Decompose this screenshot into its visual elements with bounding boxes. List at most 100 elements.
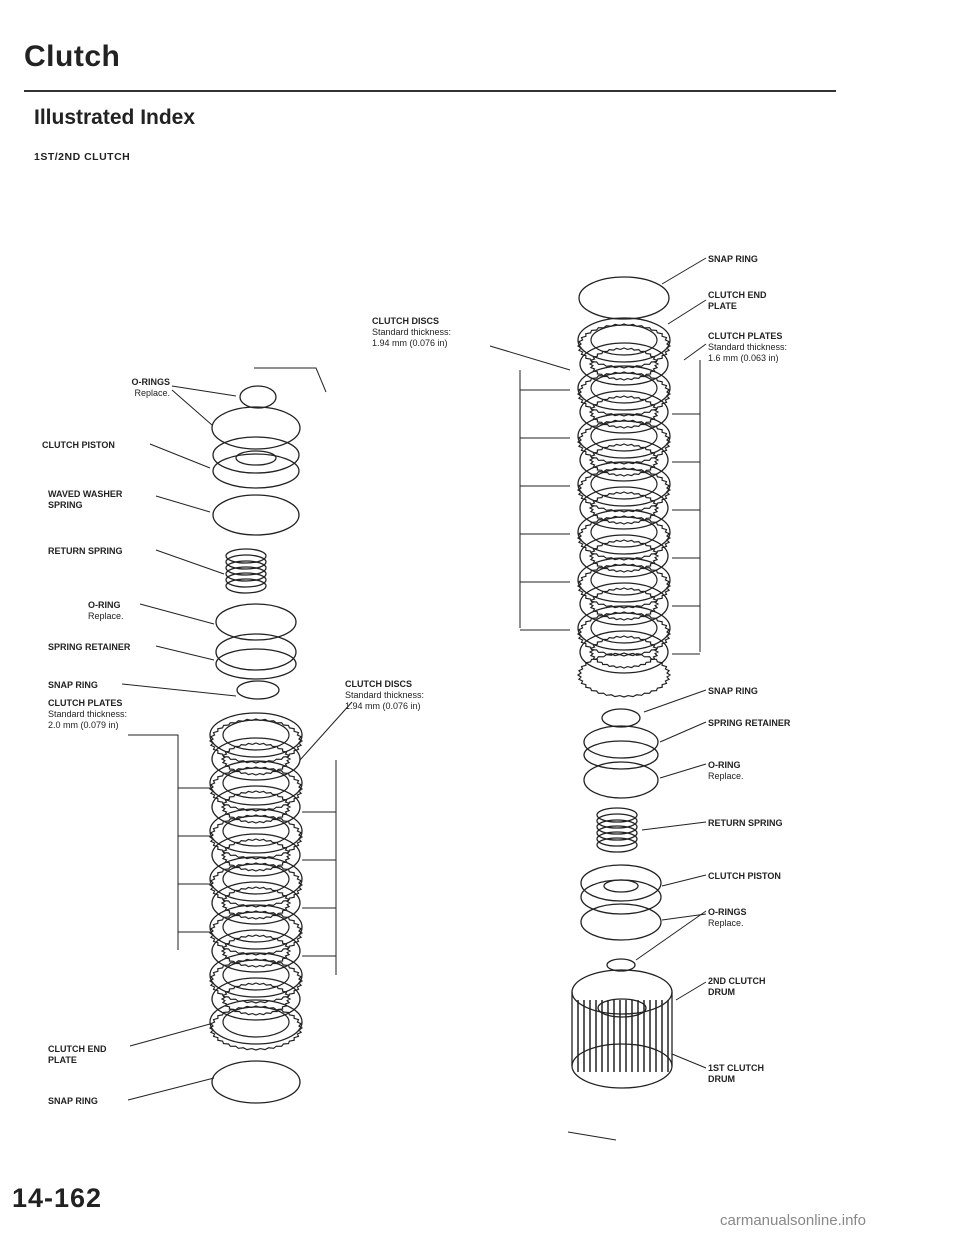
leader-clutch-piston-left <box>149 443 211 469</box>
leader-1st-drum <box>671 1053 707 1069</box>
clutch-plate-bore <box>590 516 658 548</box>
clutch-plate-outer <box>208 814 304 860</box>
return-spring-coil <box>596 819 638 835</box>
label-return-spring-left: RETURN SPRING <box>48 546 123 556</box>
label-return-spring-right: RETURN SPRING <box>708 818 783 828</box>
leader-clutch-plates-right <box>683 343 707 361</box>
spring-retainer-bottom <box>583 740 659 770</box>
return-spring-coil <box>225 572 267 588</box>
o-ring <box>583 761 659 799</box>
return-spring-coil <box>596 831 638 847</box>
clutch-end-plate-outer <box>576 652 672 698</box>
clutch-disc-inner <box>220 934 292 968</box>
clutch-plate-rim <box>209 952 303 998</box>
spring-retainer-top <box>215 633 297 671</box>
return-spring-coil <box>596 825 638 841</box>
clutch-disc-rim <box>579 342 669 386</box>
clutch-plate-rim <box>209 712 303 758</box>
clutch-disc-inner <box>220 838 292 872</box>
o-ring <box>215 603 297 641</box>
leader-o-rings-left-a <box>171 385 237 397</box>
clutch-disc-inner <box>588 539 660 573</box>
clutch-plate-bore <box>590 420 658 452</box>
label-clutch-piston-left: CLUTCH PISTON <box>42 440 115 450</box>
clutch-plate-bore <box>222 911 290 943</box>
clutch-disc-rim <box>211 881 301 925</box>
clutch-plate-rim <box>577 461 671 507</box>
leader-o-ring-right <box>659 763 707 779</box>
label-clutch-plates-left: CLUTCH PLATES Standard thickness: 2.0 mm… <box>48 698 128 730</box>
clutch-plate-outer <box>208 718 304 764</box>
return-spring-coil <box>225 554 267 570</box>
clutch-disc-inner <box>588 635 660 669</box>
clutch-disc-rim <box>579 486 669 530</box>
spring-retainer-top <box>583 725 659 759</box>
label-snap-ring-left-top: SNAP RING <box>48 680 98 690</box>
label-clutch-discs-left: CLUTCH DISCS Standard thickness: 1.94 mm… <box>345 679 425 711</box>
clutch-plate-bore <box>222 719 290 751</box>
clutch-plate-bore <box>590 324 658 356</box>
leader-spring-retainer-left <box>155 645 215 661</box>
clutch-plate-rim <box>577 605 671 651</box>
leader-bracket-top-left <box>254 367 327 393</box>
clutch-plate-outer <box>576 323 672 369</box>
clutch-piston-bore <box>603 879 639 893</box>
clutch-plate-bore <box>222 815 290 847</box>
leader-spring-retainer-right <box>659 721 707 743</box>
leader-return-spring-right <box>641 821 707 831</box>
leader-end-plate-left <box>129 1023 211 1047</box>
leader-bracket-bottom-right <box>567 1131 617 1141</box>
clutch-piston-bore <box>235 450 277 466</box>
clutch-disc-rim <box>579 534 669 578</box>
clutch-piston-bottom <box>212 453 300 489</box>
clutch-plate-outer <box>576 419 672 465</box>
clutch-plate-rim <box>577 365 671 411</box>
snap-ring-mid <box>601 708 641 728</box>
clutch-plate-outer <box>208 862 304 908</box>
return-spring-coil <box>225 578 267 594</box>
leader-snap-ring-right-mid <box>643 689 707 713</box>
label-clutch-discs-right: CLUTCH DISCS Standard thickness: 1.94 mm… <box>372 316 452 348</box>
leader-snap-ring-right-top <box>661 257 707 285</box>
clutch-plate-outer <box>208 910 304 956</box>
return-spring-coil <box>225 560 267 576</box>
clutch-end-plate-rim <box>209 999 303 1045</box>
clutch-disc-inner <box>220 790 292 824</box>
clutch-plate-rim <box>209 808 303 854</box>
label-clutch-plates-right: CLUTCH PLATES Standard thickness: 1.6 mm… <box>708 331 788 363</box>
clutch-plate-rim <box>577 413 671 459</box>
leader-o-rings-right-b <box>661 913 707 921</box>
return-spring-coil <box>596 807 638 823</box>
clutch-end-plate-bore <box>222 1006 290 1038</box>
watermark: carmanualsonline.info <box>720 1212 866 1229</box>
label-spring-retainer-left: SPRING RETAINER <box>48 642 131 652</box>
right-clutch-stack <box>571 276 673 1089</box>
clutch-plate-outer <box>576 611 672 657</box>
clutch-piston-top <box>580 864 662 902</box>
section-title: Illustrated Index <box>34 106 196 129</box>
clutch-plate-outer <box>576 563 672 609</box>
page-title: Clutch <box>24 40 121 73</box>
clutch-disc-inner <box>588 587 660 621</box>
leader-clutch-piston-right <box>661 874 707 887</box>
clutch-disc-rim <box>211 833 301 877</box>
clutch-plate-rim <box>209 856 303 902</box>
o-ring-large <box>580 903 662 941</box>
clutch-plate-bore <box>222 863 290 895</box>
clutch-disc-rim <box>579 630 669 674</box>
clutch-disc-rim <box>211 929 301 973</box>
page-number: 14-162 <box>12 1183 103 1213</box>
clutch-drum-top <box>571 969 673 1015</box>
clutch-disc-inner <box>588 443 660 477</box>
clutch-disc-inner <box>588 347 660 381</box>
clutch-disc-inner <box>588 491 660 525</box>
clutch-plate-bore <box>590 612 658 644</box>
clutch-plate-outer <box>576 515 672 561</box>
waved-washer-spring <box>212 494 300 536</box>
